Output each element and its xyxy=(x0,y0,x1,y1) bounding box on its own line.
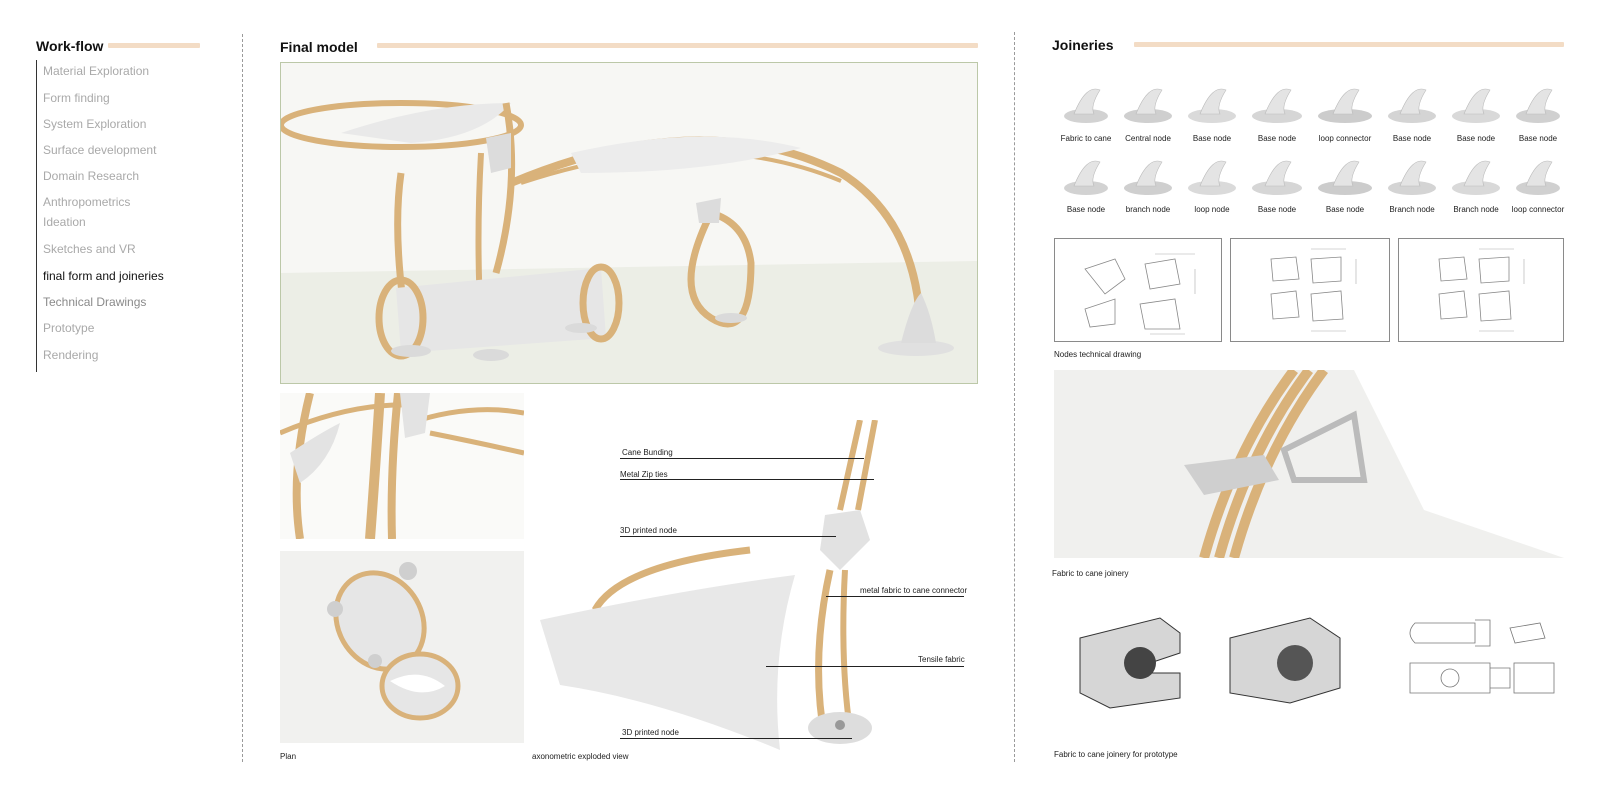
final-model-render xyxy=(280,62,978,384)
exploded-axonometric-image xyxy=(540,419,878,750)
workflow-item[interactable]: Material Exploration xyxy=(43,64,150,78)
joint-label: Base node xyxy=(1456,134,1496,143)
fabric-joinery-render xyxy=(1054,370,1564,558)
joint-thumbnail xyxy=(1118,78,1178,126)
joint-label: Branch node xyxy=(1453,205,1499,214)
plan-caption: Plan xyxy=(280,752,297,761)
tech-drawing-1 xyxy=(1054,238,1222,342)
workflow-item[interactable]: Form finding xyxy=(43,91,110,105)
prototype-joinery-caption: Fabric to cane joinery for prototype xyxy=(1054,750,1178,759)
fabric-joinery-caption: Fabric to cane joinery xyxy=(1052,569,1129,578)
workflow-item[interactable]: Surface development xyxy=(43,143,157,157)
plan-render-image xyxy=(327,562,461,721)
joint-thumbnail xyxy=(1382,78,1442,126)
joint-label: Base node xyxy=(1325,205,1365,214)
joint-label: loop connector xyxy=(1511,205,1565,214)
workflow-item[interactable]: Ideation xyxy=(43,215,86,229)
separator-left xyxy=(242,34,243,762)
label-cane-bunding: Cane Bunding xyxy=(622,448,673,457)
exploded-axonometric xyxy=(540,419,980,760)
joint-label: branch node xyxy=(1125,205,1171,214)
joineries-title-bar xyxy=(1134,42,1564,47)
joint-thumbnail xyxy=(1182,150,1242,198)
axonometric-caption: axonometric exploded view xyxy=(532,752,629,761)
joint-thumbnail xyxy=(1446,78,1506,126)
prototype-joinery-views xyxy=(1070,608,1560,718)
nodes-drawing-caption: Nodes technical drawing xyxy=(1054,350,1142,359)
tech-drawing-3 xyxy=(1398,238,1564,342)
joint-thumbnail xyxy=(1118,150,1178,198)
joint-thumbnail xyxy=(1510,78,1566,126)
workflow-item[interactable]: Sketches and VR xyxy=(43,242,136,256)
joint-label: Base node xyxy=(1518,134,1558,143)
workflow-title-bar xyxy=(108,43,200,48)
joint-thumbnail xyxy=(1510,150,1566,198)
arrow-cane-bunding xyxy=(620,458,864,459)
joint-thumbnail xyxy=(1246,78,1308,126)
arrow-printed-node-top xyxy=(620,536,836,537)
joint-thumbnail xyxy=(1312,78,1378,126)
joint-label: Branch node xyxy=(1389,205,1435,214)
workflow-item[interactable]: final form and joineries xyxy=(43,269,164,283)
workflow-title: Work-flow xyxy=(36,38,104,54)
final-model-title-bar xyxy=(377,43,978,48)
joint-thumbnail xyxy=(1446,150,1506,198)
joint-label: Base node xyxy=(1192,134,1232,143)
joint-label: Base node xyxy=(1257,134,1297,143)
workflow-line xyxy=(36,60,37,372)
label-tensile-fabric: Tensile fabric xyxy=(918,655,965,664)
joineries-title: Joineries xyxy=(1052,37,1114,53)
workflow-item[interactable]: Rendering xyxy=(43,348,99,362)
arrow-printed-node-bottom xyxy=(620,738,852,739)
joint-thumbnail xyxy=(1382,150,1442,198)
joint-thumbnail xyxy=(1058,150,1114,198)
joint-label: Base node xyxy=(1392,134,1432,143)
arrow-tensile-fabric xyxy=(766,666,964,667)
joint-label: Central node xyxy=(1125,134,1171,143)
workflow-item[interactable]: Domain Research xyxy=(43,169,140,183)
label-fabric-connector: metal fabric to cane connector xyxy=(860,586,968,595)
detail-render-image xyxy=(280,393,524,539)
pavilion-render-image xyxy=(281,63,977,383)
tech-drawing-2 xyxy=(1230,238,1390,342)
joint-label: Base node xyxy=(1257,205,1297,214)
plan-render xyxy=(280,551,524,743)
separator-right xyxy=(1014,32,1015,762)
joint-label: loop connector xyxy=(1318,134,1372,143)
joint-label: Base node xyxy=(1066,205,1106,214)
tech-drawing-1-image xyxy=(1084,253,1196,335)
workflow-item[interactable]: Technical Drawings xyxy=(43,295,147,309)
detail-render xyxy=(280,393,524,539)
tech-drawing-3-image xyxy=(1438,248,1525,332)
arrow-fabric-connector xyxy=(826,596,964,597)
label-printed-node-bottom: 3D printed node xyxy=(622,728,679,737)
joint-label: Fabric to cane xyxy=(1060,134,1112,143)
fabric-joinery-image xyxy=(1184,370,1564,558)
joint-thumbnail xyxy=(1312,150,1378,198)
final-model-title: Final model xyxy=(280,39,358,55)
workflow-item[interactable]: Anthropometrics xyxy=(43,195,131,209)
workflow-item[interactable]: Prototype xyxy=(43,321,95,335)
arrow-zip-ties xyxy=(620,479,874,480)
label-zip-ties: Metal Zip ties xyxy=(620,470,668,479)
joint-thumbnail xyxy=(1058,78,1114,126)
label-printed-node-top: 3D printed node xyxy=(620,526,677,535)
workflow-item[interactable]: System Exploration xyxy=(43,117,147,131)
prototype-joinery-image xyxy=(1079,617,1555,709)
joint-thumbnail xyxy=(1182,78,1242,126)
joint-label: loop node xyxy=(1194,205,1230,214)
joint-thumbnail xyxy=(1246,150,1308,198)
tech-drawing-2-image xyxy=(1270,248,1357,332)
